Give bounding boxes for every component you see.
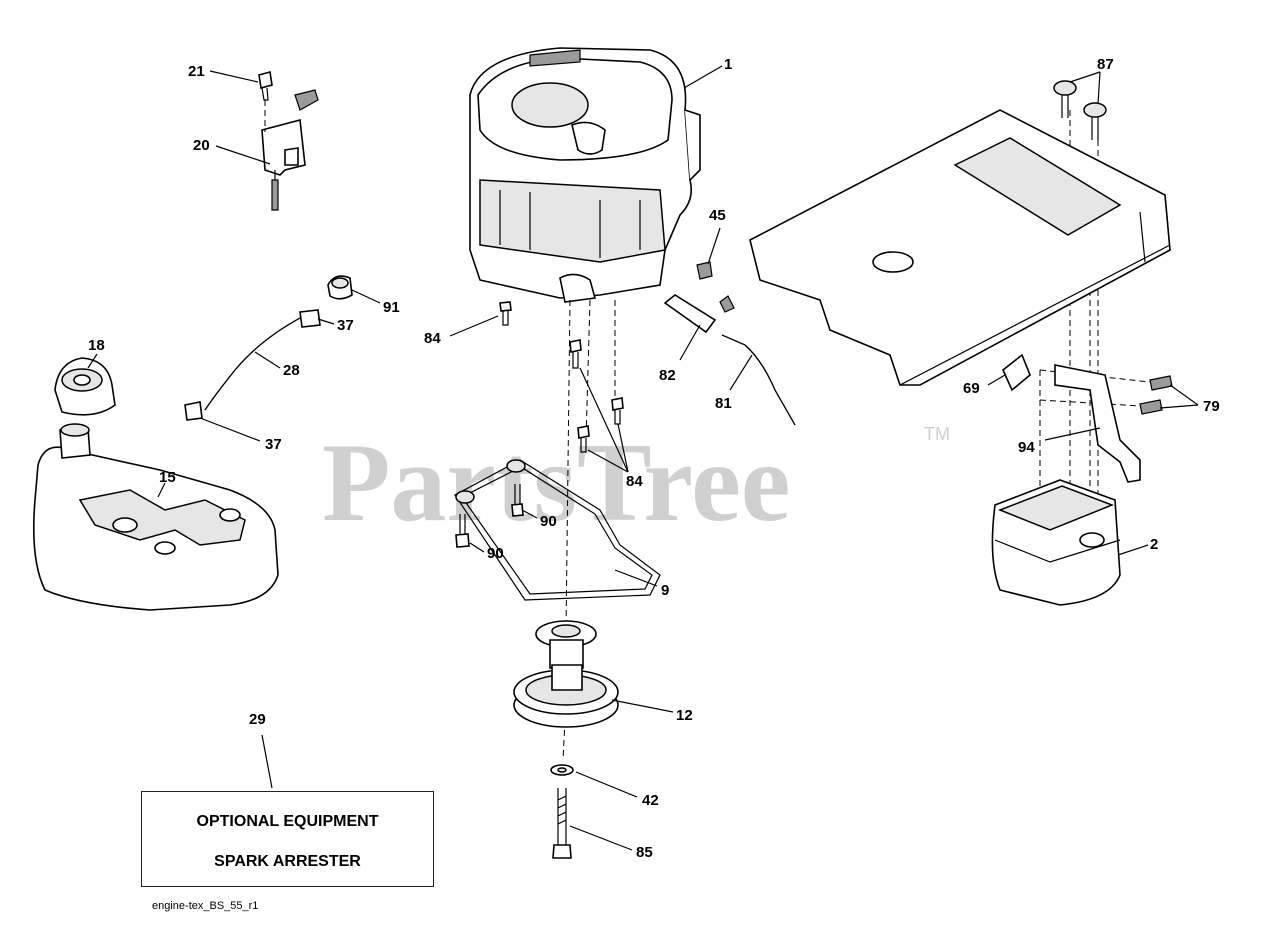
bolts-87	[1053, 80, 1107, 140]
callout-94: 94	[1018, 439, 1035, 456]
callout-69: 69	[963, 380, 980, 397]
callouts: 1 2 9 12 15 18 20 21 28 29 37 37 42 45 6…	[88, 56, 1220, 861]
bolt-85	[552, 788, 572, 859]
callout-12: 12	[676, 707, 693, 724]
callout-37-lower: 37	[265, 436, 282, 453]
diagram-code: engine-tex_BS_55_r1	[152, 900, 259, 912]
spark-arrester-label: SPARK ARRESTER	[214, 853, 361, 870]
callout-84-center: 84	[626, 473, 643, 490]
callout-18: 18	[88, 337, 105, 354]
throttle-control	[261, 89, 319, 211]
callout-90-upper: 90	[540, 513, 557, 530]
callout-45: 45	[709, 207, 726, 224]
callout-42: 42	[642, 792, 659, 809]
callout-79: 79	[1203, 398, 1220, 415]
callout-85: 85	[636, 844, 653, 861]
callout-84-left: 84	[424, 330, 441, 347]
engine-pulley	[513, 620, 619, 728]
screw-21	[258, 70, 273, 132]
bolt-90-b	[455, 514, 470, 548]
washer-42	[550, 764, 574, 776]
optional-equipment-box: OPTIONAL EQUIPMENT SPARK ARRESTER	[141, 791, 434, 887]
fuel-cap	[54, 357, 116, 416]
callout-82: 82	[659, 367, 676, 384]
callout-90-lower: 90	[487, 545, 504, 562]
bolts-84-center	[569, 339, 624, 453]
callout-1: 1	[724, 56, 732, 73]
muffler	[991, 479, 1121, 606]
callout-29: 29	[249, 711, 266, 728]
callout-9: 9	[661, 582, 669, 599]
callout-87: 87	[1097, 56, 1114, 73]
bolt-90-a	[511, 484, 524, 517]
engine	[469, 47, 701, 303]
callout-21: 21	[188, 63, 205, 80]
nut-45	[696, 261, 713, 280]
fuel-hose	[721, 334, 796, 426]
gasket-69	[1002, 353, 1031, 392]
exhaust-pipe	[1054, 364, 1141, 483]
leader-lines	[87, 65, 1199, 851]
callout-15: 15	[159, 469, 176, 486]
fuel-line	[184, 275, 353, 421]
bolt-84-left	[499, 301, 512, 326]
optional-equipment-label: OPTIONAL EQUIPMENT	[196, 813, 379, 830]
chassis-plate	[749, 109, 1171, 386]
callout-28: 28	[283, 362, 300, 379]
callout-2: 2	[1150, 536, 1158, 553]
fuel-tank	[33, 423, 279, 611]
fuel-pump	[663, 294, 735, 334]
callout-37-upper: 37	[337, 317, 354, 334]
trademark: TM	[924, 424, 950, 444]
belt-guide	[454, 459, 661, 601]
callout-20: 20	[193, 137, 210, 154]
callout-81: 81	[715, 395, 732, 412]
callout-91: 91	[383, 299, 400, 316]
